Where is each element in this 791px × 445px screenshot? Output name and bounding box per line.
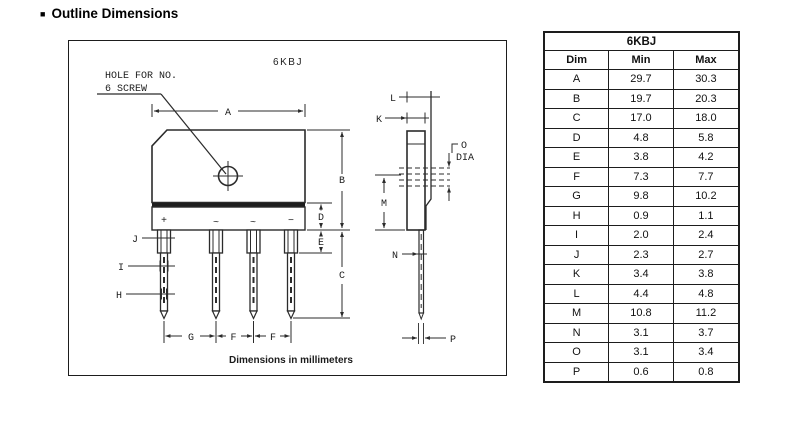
svg-text:E: E: [318, 238, 324, 249]
svg-text:A: A: [225, 108, 231, 119]
svg-text:N: N: [392, 251, 398, 262]
hole-leader-line: [97, 93, 227, 175]
body-separator-band: [152, 203, 305, 207]
dim-K: K: [376, 112, 429, 126]
svg-text:L: L: [390, 94, 396, 105]
dim-M: M: [375, 174, 405, 231]
outline-drawing-box: 6KBJ HOLE FOR NO. 6 SCREW: [68, 40, 507, 376]
dim-C: C: [293, 231, 350, 319]
dim-A: A: [151, 104, 306, 119]
dim-N: N: [392, 248, 427, 262]
terminal-strip: [151, 206, 306, 231]
svg-text:DIA: DIA: [456, 153, 474, 164]
svg-text:B: B: [339, 176, 345, 187]
front-view: HOLE FOR NO. 6 SCREW + ~: [97, 71, 350, 344]
side-body: [406, 130, 426, 231]
dim-I: I: [118, 260, 175, 274]
dim-GFF: G F F: [163, 321, 292, 344]
svg-text:D: D: [318, 213, 324, 224]
svg-text:O: O: [461, 141, 467, 152]
svg-text:M: M: [381, 199, 387, 210]
leads: [156, 229, 299, 320]
mounting-hole: [213, 161, 243, 191]
svg-text:G: G: [188, 333, 194, 344]
side-tab: [425, 91, 432, 230]
dim-B: B: [307, 129, 350, 231]
dim-E: E: [299, 231, 332, 254]
side-view: L K: [375, 91, 474, 346]
package-body: [151, 129, 306, 204]
lead: [246, 229, 261, 320]
svg-text:H: H: [116, 291, 122, 302]
dim-L: L: [390, 91, 440, 105]
col-header-min: Min: [608, 50, 674, 70]
terminal-plus: +: [161, 216, 167, 227]
lead: [283, 229, 299, 320]
svg-text:J: J: [132, 235, 138, 246]
section-bullet-icon: ■: [40, 8, 46, 19]
side-lead: [418, 229, 425, 321]
dim-H: H: [116, 288, 175, 302]
lead: [156, 229, 172, 320]
section-title-text: Outline Dimensions: [51, 6, 179, 21]
terminal-ac2: ~: [250, 218, 256, 229]
section-title: ■ Outline Dimensions: [40, 6, 178, 21]
col-header-dim: Dim: [543, 50, 610, 70]
dim-J: J: [132, 232, 175, 246]
svg-text:K: K: [376, 115, 382, 126]
hole-hidden-lines: [399, 167, 450, 187]
units-note: Dimensions in millimeters: [229, 355, 353, 366]
col-header-max: Max: [672, 50, 740, 70]
terminal-minus: −: [288, 216, 294, 227]
dim-O: O DIA: [447, 141, 474, 201]
table-title: 6KBJ: [543, 31, 740, 51]
svg-text:P: P: [450, 335, 456, 346]
dim-D: D: [307, 202, 332, 229]
svg-text:C: C: [339, 271, 345, 282]
hole-note-line2: 6 SCREW: [105, 84, 147, 95]
svg-text:I: I: [118, 263, 124, 274]
hole-note-line1: HOLE FOR NO.: [105, 71, 177, 82]
svg-text:F: F: [270, 333, 276, 344]
lead: [208, 229, 224, 320]
dim-P: P: [402, 323, 456, 346]
svg-text:F: F: [230, 333, 236, 344]
outline-drawing: 6KBJ HOLE FOR NO. 6 SCREW: [97, 57, 474, 366]
terminal-ac1: ~: [213, 218, 219, 229]
drawing-part-number: 6KBJ: [273, 57, 303, 68]
